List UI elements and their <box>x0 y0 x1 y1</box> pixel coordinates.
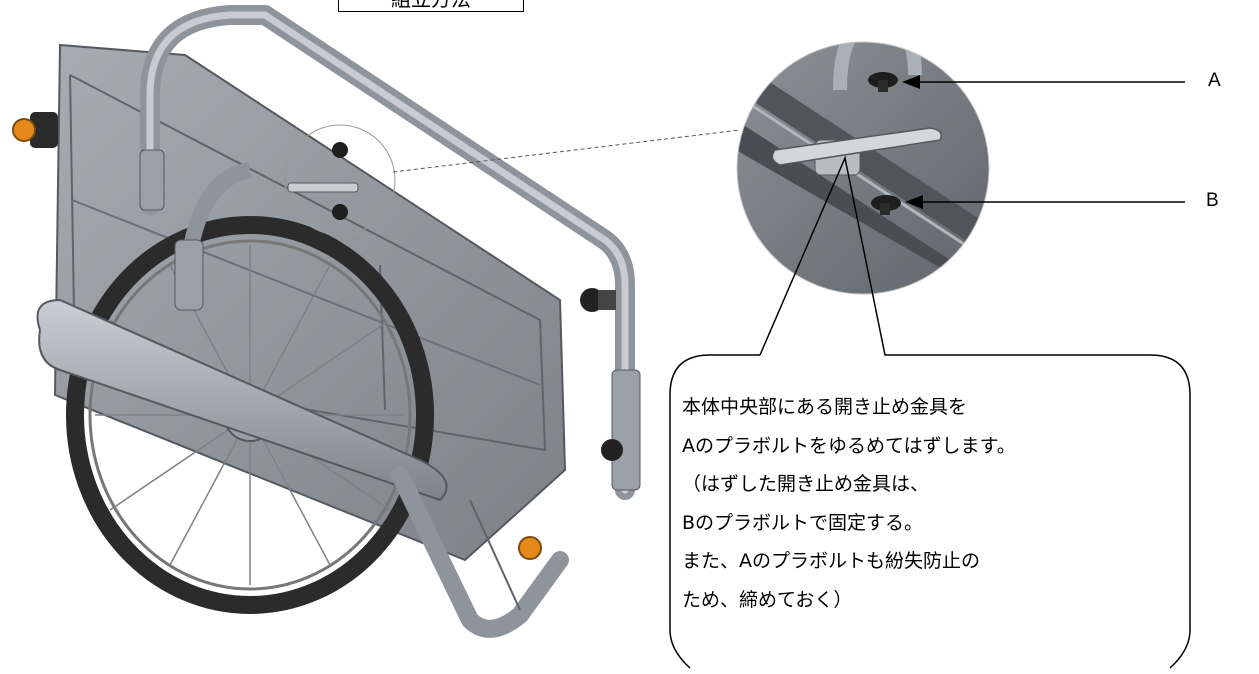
knob-left <box>12 112 58 148</box>
post-joint <box>174 239 204 311</box>
callout-line: 本体中央部にある開き止め金具を <box>682 396 968 418</box>
zoom-leader-line <box>392 129 741 173</box>
stand-legs <box>391 466 569 638</box>
label-a: A <box>1208 70 1221 91</box>
arrow-a <box>902 75 1185 89</box>
label-b: B <box>1206 190 1219 211</box>
title-box: 組立方法 <box>338 0 524 12</box>
knob-right-upper <box>580 288 616 312</box>
callout-line: また、Aのプラボルトも紛失防止の <box>682 550 980 572</box>
lower-frame-tube <box>36 298 448 502</box>
panel-rail <box>71 199 541 386</box>
arrow-b <box>905 195 1185 209</box>
bolt-a <box>868 72 898 92</box>
callout-bubble <box>669 155 1191 669</box>
knob-right-mid <box>601 439 623 461</box>
handle-sleeve-right <box>611 369 641 491</box>
callout-line: ため、締めておく） <box>682 588 853 611</box>
knob-right-lower <box>518 536 542 560</box>
detail-circle-small <box>284 124 396 236</box>
bolt-b <box>871 195 901 215</box>
latch-bracket <box>287 182 359 193</box>
zoom-latch-bar <box>771 127 942 166</box>
callout-line: Bのプラボルトで固定する。 <box>682 511 924 534</box>
callout-line: Aのプラボルトをゆるめてはずします。 <box>682 434 1016 457</box>
callout-line: （はずした開き止め金具は、 <box>682 473 930 495</box>
zoom-circle-outline <box>736 41 990 295</box>
handle-sleeve-left <box>139 149 165 211</box>
knob-top-bolt <box>332 142 348 220</box>
cart-illustration <box>12 5 641 638</box>
panel-frame-inner <box>69 74 547 452</box>
zoom-detail <box>736 41 990 295</box>
callout-text: 本体中央部にある開き止め金具を Aのプラボルトをゆるめてはずします。 （はずした… <box>682 388 1187 619</box>
